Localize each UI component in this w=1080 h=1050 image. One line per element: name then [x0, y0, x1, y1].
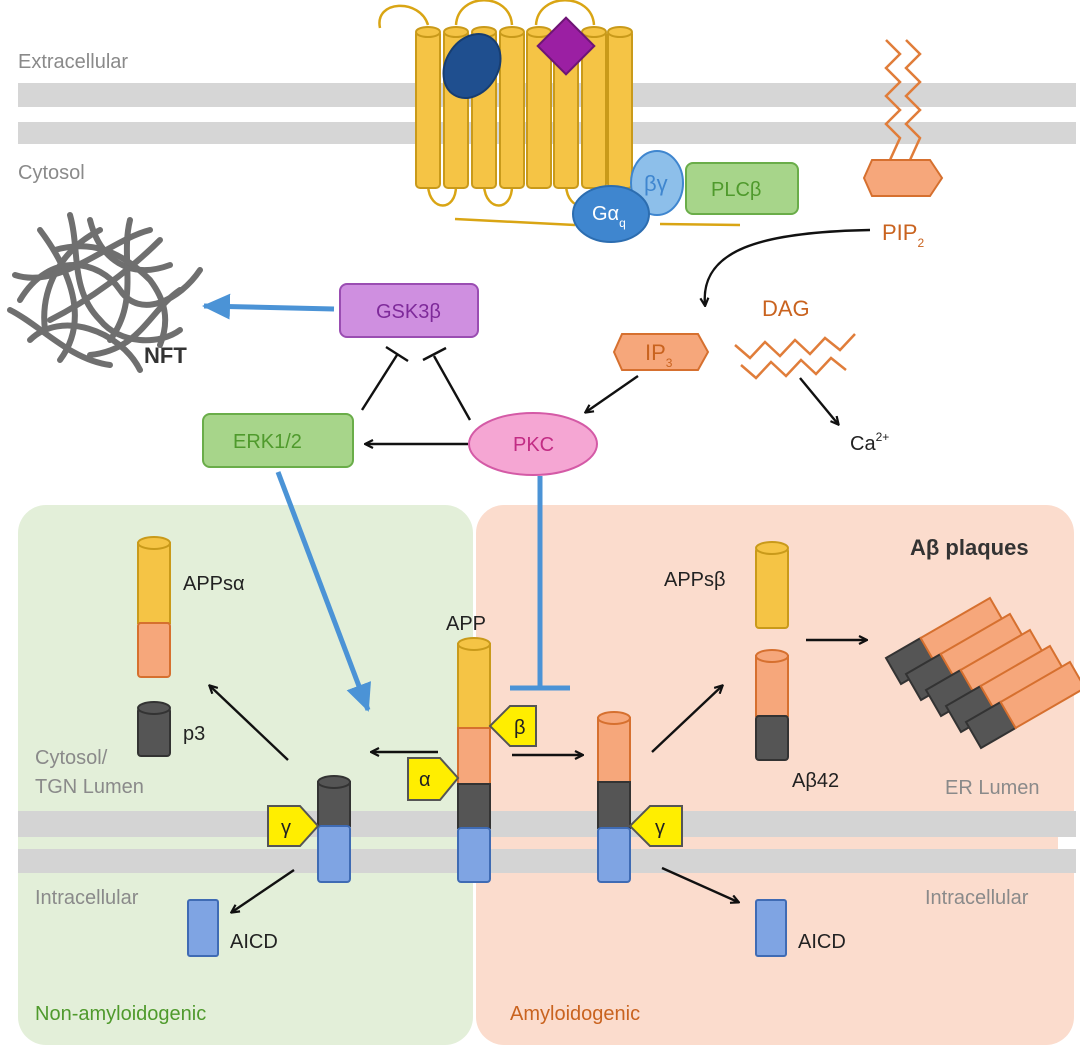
to-apps-beta-arrow — [651, 686, 722, 753]
pkc-label: PKC — [513, 434, 554, 456]
app-protein — [457, 637, 491, 883]
pip2-to-ip3-arrow — [705, 228, 871, 305]
apps-beta-label: APPsβ — [664, 569, 726, 591]
beta-secretase-tag — [488, 705, 537, 747]
amyloidogenic-label: Amyloidogenic — [510, 1003, 640, 1025]
cytosol-tgn-label-1: Cytosol/ — [35, 747, 108, 769]
dag-label: DAG — [762, 296, 810, 321]
erk-label: ERK1/2 — [233, 431, 302, 453]
ca-label: Ca2+ — [850, 430, 889, 455]
aicd-right-label: AICD — [798, 931, 846, 953]
nft-tangle-icon — [7, 212, 203, 373]
intracellular-right-label: Intracellular — [925, 887, 1029, 909]
plcb-label: PLCβ — [711, 179, 761, 201]
ip3-head — [612, 333, 710, 371]
abeta42-fragment — [755, 649, 789, 761]
p3-label: p3 — [183, 723, 205, 745]
pip2-label: PIP2 — [882, 220, 924, 250]
app-label: APP — [446, 613, 486, 635]
dag-to-ca-arrow — [799, 377, 838, 424]
aicd-right-block — [755, 899, 787, 957]
gsk3b-to-nft-arrow — [202, 293, 335, 320]
gsk3b-box — [339, 283, 479, 338]
dag-lipid-tails — [734, 333, 856, 380]
intracellular-left-label: Intracellular — [35, 887, 139, 909]
to-apps-alpha-arrow — [210, 686, 289, 761]
g-alpha-q-label: Gαq — [592, 203, 626, 230]
c99-fragment — [597, 711, 631, 883]
aicd-left-block — [187, 899, 219, 957]
apps-alpha-fragment — [137, 536, 171, 678]
beta-secretase-label: β — [514, 717, 526, 739]
non-amyloidogenic-label: Non-amyloidogenic — [35, 1003, 206, 1025]
pkc-node — [468, 412, 598, 476]
lower-membrane-inner — [18, 849, 1076, 873]
erk-to-alpha-arrow — [275, 471, 371, 712]
gamma-secretase-right-tag — [628, 805, 683, 847]
nft-label: NFT — [144, 343, 187, 368]
aicd-left-label: AICD — [230, 931, 278, 953]
g-alpha-q — [572, 185, 650, 243]
gamma-secretase-left-label: γ — [281, 817, 291, 839]
erk-box — [202, 413, 354, 468]
lower-membrane-outer — [18, 811, 1076, 837]
to-aicd-left-arrow — [232, 869, 295, 912]
g-beta-gamma-label: βγ — [644, 171, 668, 196]
gpcr-helices — [415, 26, 633, 189]
gamma-secretase-right-label: γ — [655, 817, 665, 839]
cytosol-label: Cytosol — [18, 162, 85, 184]
ip3-label: IP3 — [645, 340, 673, 370]
gsk3b-label: GSK3β — [376, 301, 441, 323]
abeta-plaque-stack — [884, 596, 1080, 750]
extracellular-label: Extracellular — [18, 51, 128, 73]
left-membrane-stub — [317, 775, 351, 883]
pip2-head — [862, 159, 944, 197]
apps-alpha-label: APPsα — [183, 573, 245, 595]
abeta42-label: Aβ42 — [792, 770, 839, 792]
gamma-secretase-left-tag — [267, 805, 320, 847]
p3-fragment — [137, 701, 171, 757]
inhibition-to-gsk3b — [360, 345, 472, 421]
non-amyloidogenic-panel — [18, 505, 473, 1045]
cytosol-tgn-label-2: TGN Lumen — [35, 776, 144, 798]
to-aicd-right-arrow — [661, 866, 738, 902]
pip2-lipid-tails — [884, 39, 922, 161]
alpha-secretase-tag — [407, 757, 460, 801]
apps-beta-fragment — [755, 541, 789, 629]
ligand-blue — [442, 33, 502, 99]
plcb-box — [685, 162, 799, 215]
abeta-plaques-label: Aβ plaques — [910, 535, 1029, 560]
ligand-purple — [536, 16, 596, 76]
er-lumen-label: ER Lumen — [945, 777, 1040, 799]
alpha-secretase-label: α — [419, 769, 431, 791]
ip3-to-pkc-arrow — [586, 375, 639, 412]
